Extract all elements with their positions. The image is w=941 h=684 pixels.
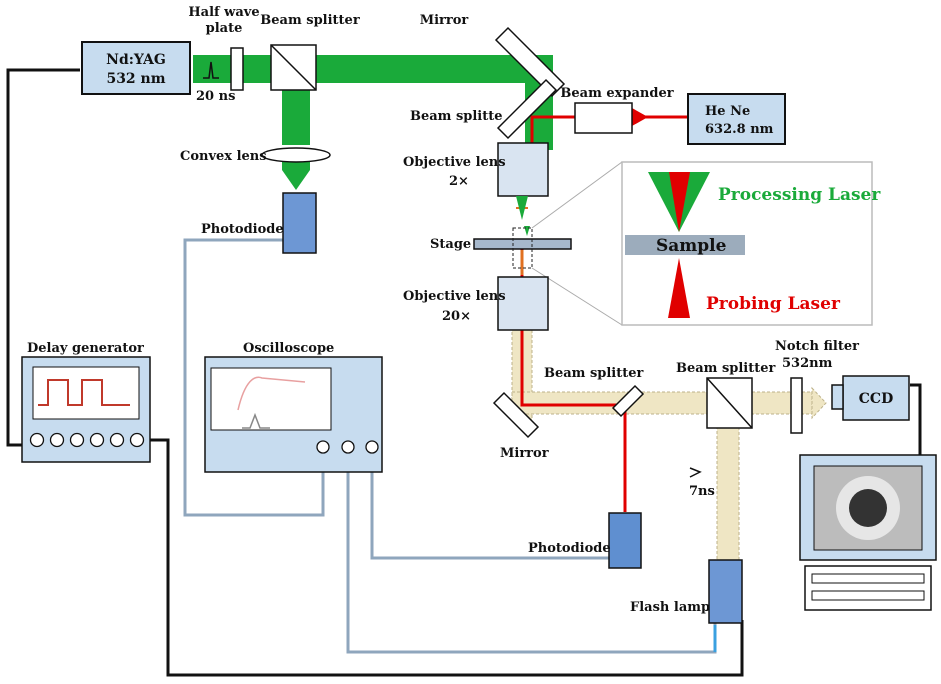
cable-black-left bbox=[6, 68, 80, 447]
convex-lens bbox=[261, 147, 331, 163]
delay-screen bbox=[32, 366, 140, 420]
objective-lens-2x bbox=[497, 142, 549, 197]
inset-panel: Processing Laser Sample Probing Laser bbox=[621, 161, 881, 326]
monitor-image-spot bbox=[849, 489, 887, 527]
focus-cone-top bbox=[516, 196, 528, 220]
inset-red-cone-bottom bbox=[668, 258, 690, 318]
photodiode-bottom-label: Photodiode bbox=[528, 541, 611, 556]
delay-generator-knobs bbox=[29, 432, 145, 448]
inset-probing-label: Probing Laser bbox=[706, 294, 841, 314]
red-arrow bbox=[632, 108, 648, 126]
inset-sample-label: Sample bbox=[656, 236, 727, 256]
half-wave-label-1: Half wave bbox=[188, 5, 259, 20]
pulse-7ns-icon bbox=[689, 467, 702, 478]
pulse-20ns-label: 20 ns bbox=[196, 89, 235, 104]
beam-splitter-left-label: Beam splitte bbox=[410, 109, 503, 124]
hene-wavelength: 632.8 nm bbox=[705, 122, 774, 137]
mirror-top bbox=[494, 26, 566, 98]
stage bbox=[473, 238, 572, 250]
beam-splitter-mid bbox=[611, 384, 645, 418]
oscilloscope-red-trace bbox=[237, 376, 306, 411]
objective-lens-20x bbox=[497, 276, 549, 331]
zoom-region bbox=[512, 227, 533, 269]
photodiode-top-label: Photodiode bbox=[201, 222, 284, 237]
delay-pulse-trace bbox=[38, 379, 130, 406]
oscilloscope-screen bbox=[210, 367, 332, 431]
beam-splitter-top-label: Beam splitter bbox=[260, 13, 360, 28]
stage-label: Stage bbox=[430, 237, 471, 252]
photodiode-bottom bbox=[608, 512, 642, 569]
oscilloscope-label: Oscilloscope bbox=[243, 341, 334, 356]
objective-bottom-label-2: 20× bbox=[442, 309, 471, 324]
hene-label: He Ne bbox=[705, 104, 750, 119]
cable-black-bottom bbox=[140, 438, 744, 677]
flash-lamp-label: Flash lamp bbox=[630, 600, 710, 615]
beam-splitter-right-label: Beam splitter bbox=[676, 361, 776, 376]
yellow-imaging-beam bbox=[511, 329, 827, 563]
beam-expander-label: Beam expander bbox=[560, 86, 673, 101]
beam-splitter-mid-label: Beam splitter bbox=[544, 366, 644, 381]
pulse-20ns-icon bbox=[203, 61, 219, 79]
half-wave-plate bbox=[230, 47, 244, 91]
flash-lamp bbox=[708, 559, 743, 624]
mirror-bottom bbox=[492, 391, 540, 439]
cable-grey-photodiode-bottom bbox=[370, 450, 610, 560]
ndyag-label: Nd:YAG bbox=[106, 52, 166, 68]
objective-top-label-2: 2× bbox=[449, 174, 469, 189]
zoom-line-top bbox=[531, 161, 623, 229]
notch-filter-label-1: Notch filter bbox=[775, 339, 859, 354]
inset-red-cone-top bbox=[669, 172, 690, 232]
beam-expander bbox=[574, 102, 633, 134]
inset-processing-label: Processing Laser bbox=[718, 185, 881, 205]
keyboard bbox=[804, 565, 932, 611]
cable-black-ccd bbox=[910, 383, 922, 455]
oscilloscope-grey-trace bbox=[242, 412, 270, 429]
delay-generator-label: Delay generator bbox=[27, 341, 144, 356]
beam-splitter-plate bbox=[496, 78, 558, 140]
inset-sample-bar bbox=[625, 235, 745, 255]
mirror-top-label: Mirror bbox=[420, 13, 469, 28]
ndyag-laser-box bbox=[81, 41, 191, 95]
ccd-label: CCD bbox=[859, 391, 893, 407]
cable-grey-photodiode-top bbox=[183, 238, 325, 517]
objective-top-label-1: Objective lens bbox=[403, 155, 506, 170]
notch-filter bbox=[790, 377, 803, 434]
ccd-camera bbox=[842, 375, 910, 421]
convex-lens-label: Convex lens bbox=[180, 149, 267, 164]
oscilloscope-knobs bbox=[316, 440, 379, 454]
objective-bottom-label-1: Objective lens bbox=[403, 289, 506, 304]
hene-laser-box bbox=[687, 93, 786, 145]
ccd-lens bbox=[831, 384, 844, 410]
half-wave-label-2: plate bbox=[206, 21, 243, 36]
notch-filter-label-2: 532nm bbox=[782, 356, 833, 371]
mirror-bottom-label: Mirror bbox=[500, 446, 549, 461]
ndyag-wavelength: 532 nm bbox=[106, 71, 165, 87]
pulse-7ns-label: 7ns bbox=[689, 484, 715, 499]
photodiode-top bbox=[282, 192, 317, 254]
